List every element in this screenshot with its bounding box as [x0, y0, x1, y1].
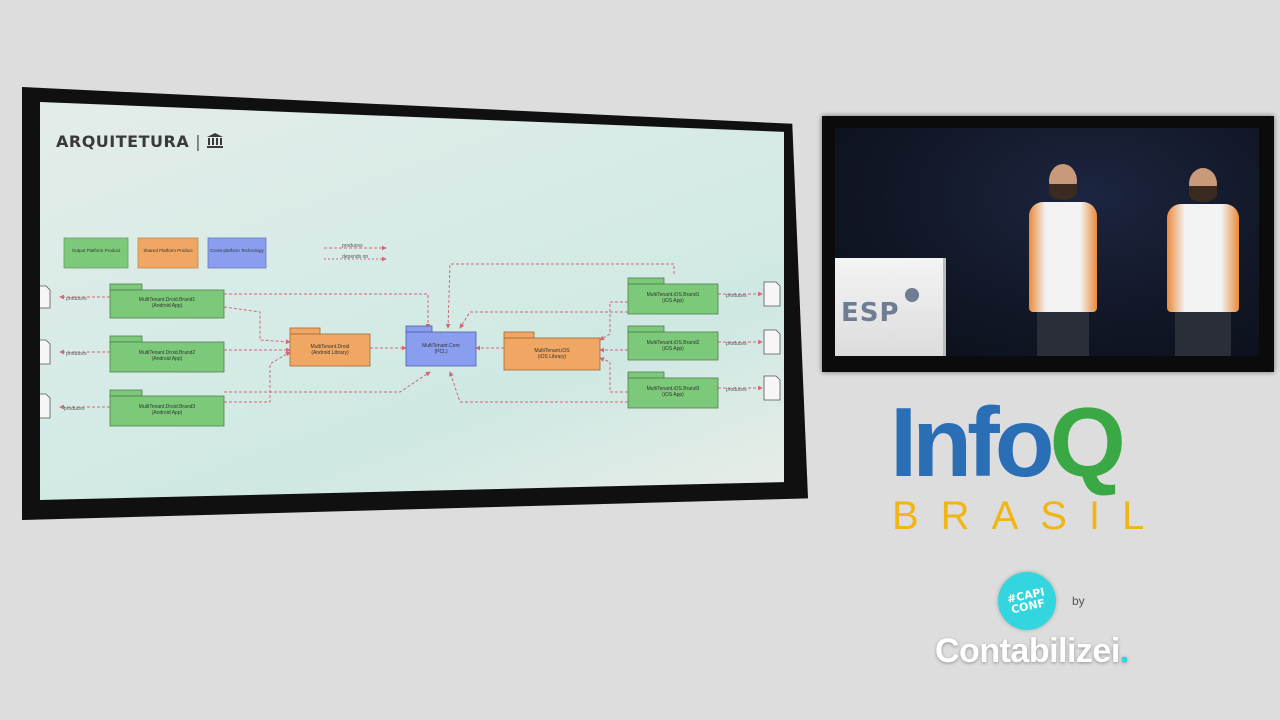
package-ios-brand1-label: MultiTenant.iOS.Brand1(iOS App)	[647, 292, 700, 304]
edge-legend-depends: depends on	[342, 254, 368, 260]
package-droid-library: MultiTenant.Droid(Android Library)	[289, 327, 371, 367]
slide-title-separator: |	[195, 132, 202, 151]
package-ios-brand3: MultiTenant.iOS.Brand3(iOS App)	[627, 371, 719, 409]
edge-legend: produces depends on	[324, 243, 387, 262]
package-core-pcl: MultiTenant.Core(PCL)	[405, 325, 477, 367]
speaker-video: ESP	[835, 128, 1259, 356]
package-ios-library: MultiTenant.iOS(iOS Library)	[503, 331, 601, 371]
artifact-icons-left	[40, 285, 51, 419]
legend-shared-label: Shared Platform Product	[143, 248, 193, 253]
package-android-brand3: MultiTenant.Droid.Brand3(Android App)	[109, 389, 225, 427]
package-android-brand1-label: MultiTenant.Droid.Brand1(Android App)	[139, 297, 196, 309]
package-android-brand3-label: MultiTenant.Droid.Brand3(Android App)	[139, 404, 196, 416]
package-ios-brand1: MultiTenant.iOS.Brand1(iOS App)	[627, 277, 719, 315]
podium-sign-text: ESP	[841, 298, 900, 328]
produces-label-android-1: produces	[66, 296, 87, 302]
infoq-logo-q: Q	[1049, 387, 1126, 497]
legend-output-label: Output Platform Product	[72, 248, 121, 253]
produces-label-android-2: produces	[66, 351, 87, 357]
produces-labels: produces produces produces produces prod…	[64, 293, 747, 412]
produces-label-ios-1: produces	[726, 293, 747, 299]
slide-title-text: ARQUITETURA	[56, 132, 190, 151]
bank-icon	[207, 133, 224, 152]
infoq-brasil-text: BRASIL	[892, 494, 1167, 538]
produces-label-ios-2: produces	[726, 341, 747, 347]
speaker-right	[1159, 168, 1247, 356]
package-android-brand1: MultiTenant.Droid.Brand1(Android App)	[109, 283, 225, 319]
sponsor-by-text: by	[1072, 594, 1085, 608]
contabilizei-logo-text: Contabilizei	[935, 632, 1120, 670]
package-android-brand2-label: MultiTenant.Droid.Brand2(Android App)	[139, 350, 196, 362]
contabilizei-logo: Contabilizei.	[935, 632, 1129, 671]
projected-slide: ARQUITETURA | Output Platform Product Sha…	[40, 102, 784, 500]
produces-label-ios-3: produces	[726, 387, 747, 393]
package-core-pcl-label: MultiTenant.Core(PCL)	[422, 343, 460, 355]
contabilizei-logo-dot: .	[1119, 632, 1129, 670]
speaker-left	[1023, 164, 1103, 356]
capiconf-logo: #CAPI CONF	[998, 572, 1056, 630]
package-ios-brand2: MultiTenant.iOS.Brand2(iOS App)	[627, 325, 719, 361]
infoq-logo-info: Info	[890, 387, 1055, 497]
podium-globe-icon	[905, 288, 919, 302]
package-ios-brand2-label: MultiTenant.iOS.Brand2(iOS App)	[647, 340, 700, 352]
produces-label-android-3: produces	[64, 406, 85, 412]
package-ios-brand3-label: MultiTenant.iOS.Brand3(iOS App)	[647, 386, 700, 398]
legend-output-platform: Output Platform Product	[63, 237, 129, 269]
slide-title: ARQUITETURA |	[56, 132, 224, 152]
package-android-brand2: MultiTenant.Droid.Brand2(Android App)	[109, 335, 225, 373]
package-ios-library-label: MultiTenant.iOS(iOS Library)	[534, 348, 570, 360]
edge-legend-produces: produces	[342, 243, 363, 249]
legend-cross-platform: Cross-platform Technology	[207, 237, 267, 269]
architecture-diagram: Output Platform Product Shared Platform …	[40, 237, 781, 427]
legend-cross-label: Cross-platform Technology	[210, 248, 264, 253]
capiconf-logo-text: #CAPI CONF	[1005, 585, 1047, 617]
package-droid-library-label: MultiTenant.Droid(Android Library)	[311, 344, 350, 356]
podium: ESP	[835, 258, 946, 356]
infoq-logo: InfoQ	[890, 392, 1190, 492]
diagram-edges	[59, 263, 763, 410]
legend-shared-platform: Shared Platform Product	[137, 237, 199, 269]
artifact-icons-right	[763, 281, 781, 401]
